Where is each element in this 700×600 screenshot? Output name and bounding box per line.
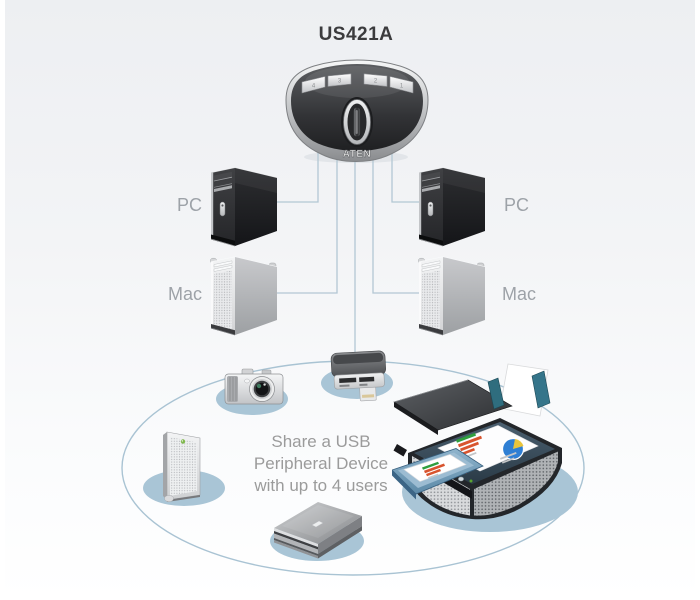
multifunction-printer-icon <box>392 363 562 520</box>
memory-card-reader-icon <box>330 350 386 402</box>
switch-select-button <box>341 97 373 147</box>
connection-line-mac-right <box>372 150 438 294</box>
mac-tower-left-icon <box>210 256 278 336</box>
port-number-3: 3 <box>338 79 342 85</box>
port-number-1: 1 <box>400 84 404 90</box>
mac-tower-right-icon <box>418 256 486 336</box>
mac-label-right: Mac <box>502 284 537 304</box>
share-caption-line2: Peripheral Device <box>253 454 389 473</box>
digital-camera-icon <box>224 368 284 405</box>
share-caption: Share a USB Peripheral Device with up to… <box>226 431 416 497</box>
pc-tower-left-icon <box>210 167 278 247</box>
connection-line-pc-left <box>270 150 319 203</box>
share-caption-line1: Share a USB <box>271 432 371 451</box>
printer-lid <box>393 379 513 435</box>
mac-label-left: Mac <box>167 284 202 304</box>
connection-line-mac-left <box>268 150 338 294</box>
external-hard-drive-icon <box>163 431 201 502</box>
port-number-2: 2 <box>374 79 378 85</box>
paper-support-right <box>531 370 551 409</box>
switch-port-indicators <box>301 73 414 94</box>
paper-support-left <box>487 377 505 410</box>
port-number-4: 4 <box>312 84 316 90</box>
usb-switch-image: 4 3 2 1 ATEN <box>285 59 429 162</box>
aten-logo: ATEN <box>343 149 371 160</box>
pc-label-left: PC <box>176 195 202 215</box>
share-caption-line3: with up to 4 users <box>254 476 388 495</box>
pc-tower-right-icon <box>418 167 486 247</box>
flatbed-scanner-icon <box>274 502 362 559</box>
output-tray <box>392 448 484 500</box>
pc-label-right: PC <box>504 195 530 215</box>
model-title: US421A <box>318 24 394 45</box>
